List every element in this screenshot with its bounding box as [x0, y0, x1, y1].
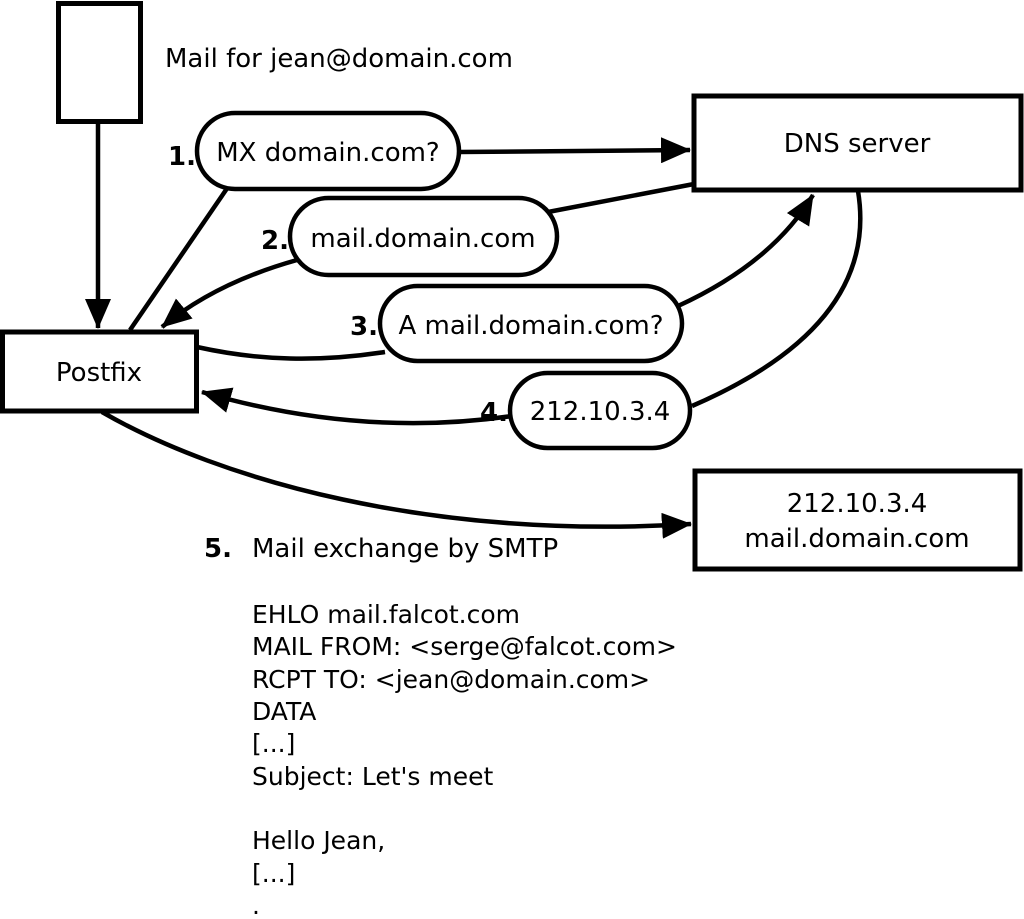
smtp-line-5: Subject: Let's meet [252, 762, 493, 791]
smtp-line-4: [...] [252, 729, 295, 758]
postfix-box [0, 329, 199, 414]
answer-pill-2-label: mail.domain.com [310, 224, 535, 254]
mailserver-box [692, 468, 1023, 572]
arrow-pill3-to-dns [677, 193, 815, 309]
answer-pill-4-label: 212.10.3.4 [530, 397, 671, 427]
smtp-line-1: MAIL FROM: <serge@falcot.com> [252, 632, 677, 661]
smtp-line-8: [...] [252, 859, 295, 888]
smtp-line-9: . [252, 891, 260, 919]
step-number-2: 2. [261, 226, 289, 256]
arrow-dns-to-pill2 [547, 181, 695, 215]
arrow-pill2-to-postfix [160, 257, 298, 329]
answer-pill-4 [507, 370, 693, 451]
smtp-line-3: DATA [252, 697, 316, 726]
dns-server-label: DNS server [784, 129, 931, 159]
arrow-postfix-to-pill1 [128, 185, 230, 332]
query-pill-3 [377, 283, 685, 364]
arrow-postfix-to-mailserver [100, 410, 692, 539]
mail-note-label: Mail for jean@domain.com [165, 44, 513, 74]
step-number-4: 4. [480, 398, 508, 428]
query-pill-3-label: A mail.domain.com? [399, 311, 664, 341]
dns-server-box [691, 93, 1024, 193]
step-number-5: 5. [204, 534, 232, 564]
smtp-session-block: EHLO mail.falcot.com MAIL FROM: <serge@f… [252, 600, 677, 919]
arrow-dns-to-pill4 [691, 190, 863, 409]
mailserver-ip-label: 212.10.3.4 [787, 489, 928, 519]
mailserver-host-label: mail.domain.com [744, 524, 969, 554]
smtp-line-0: EHLO mail.falcot.com [252, 600, 520, 629]
step-number-1: 1. [168, 142, 196, 172]
step-number-3: 3. [350, 312, 378, 342]
smtp-line-2: RCPT TO: <jean@domain.com> [252, 665, 650, 694]
smtp-line-7: Hello Jean, [252, 826, 385, 855]
query-pill-1 [194, 110, 462, 192]
answer-pill-2 [287, 195, 560, 278]
mail-message-box [56, 1, 143, 124]
query-pill-1-label: MX domain.com? [216, 138, 439, 168]
arrow-pill4-to-postfix [201, 387, 513, 426]
step-5-label: Mail exchange by SMTP [252, 534, 558, 564]
arrow-postfix-to-pill3 [196, 344, 386, 361]
arrow-pill1-to-dns [458, 137, 691, 164]
postfix-label: Postfix [56, 358, 142, 388]
